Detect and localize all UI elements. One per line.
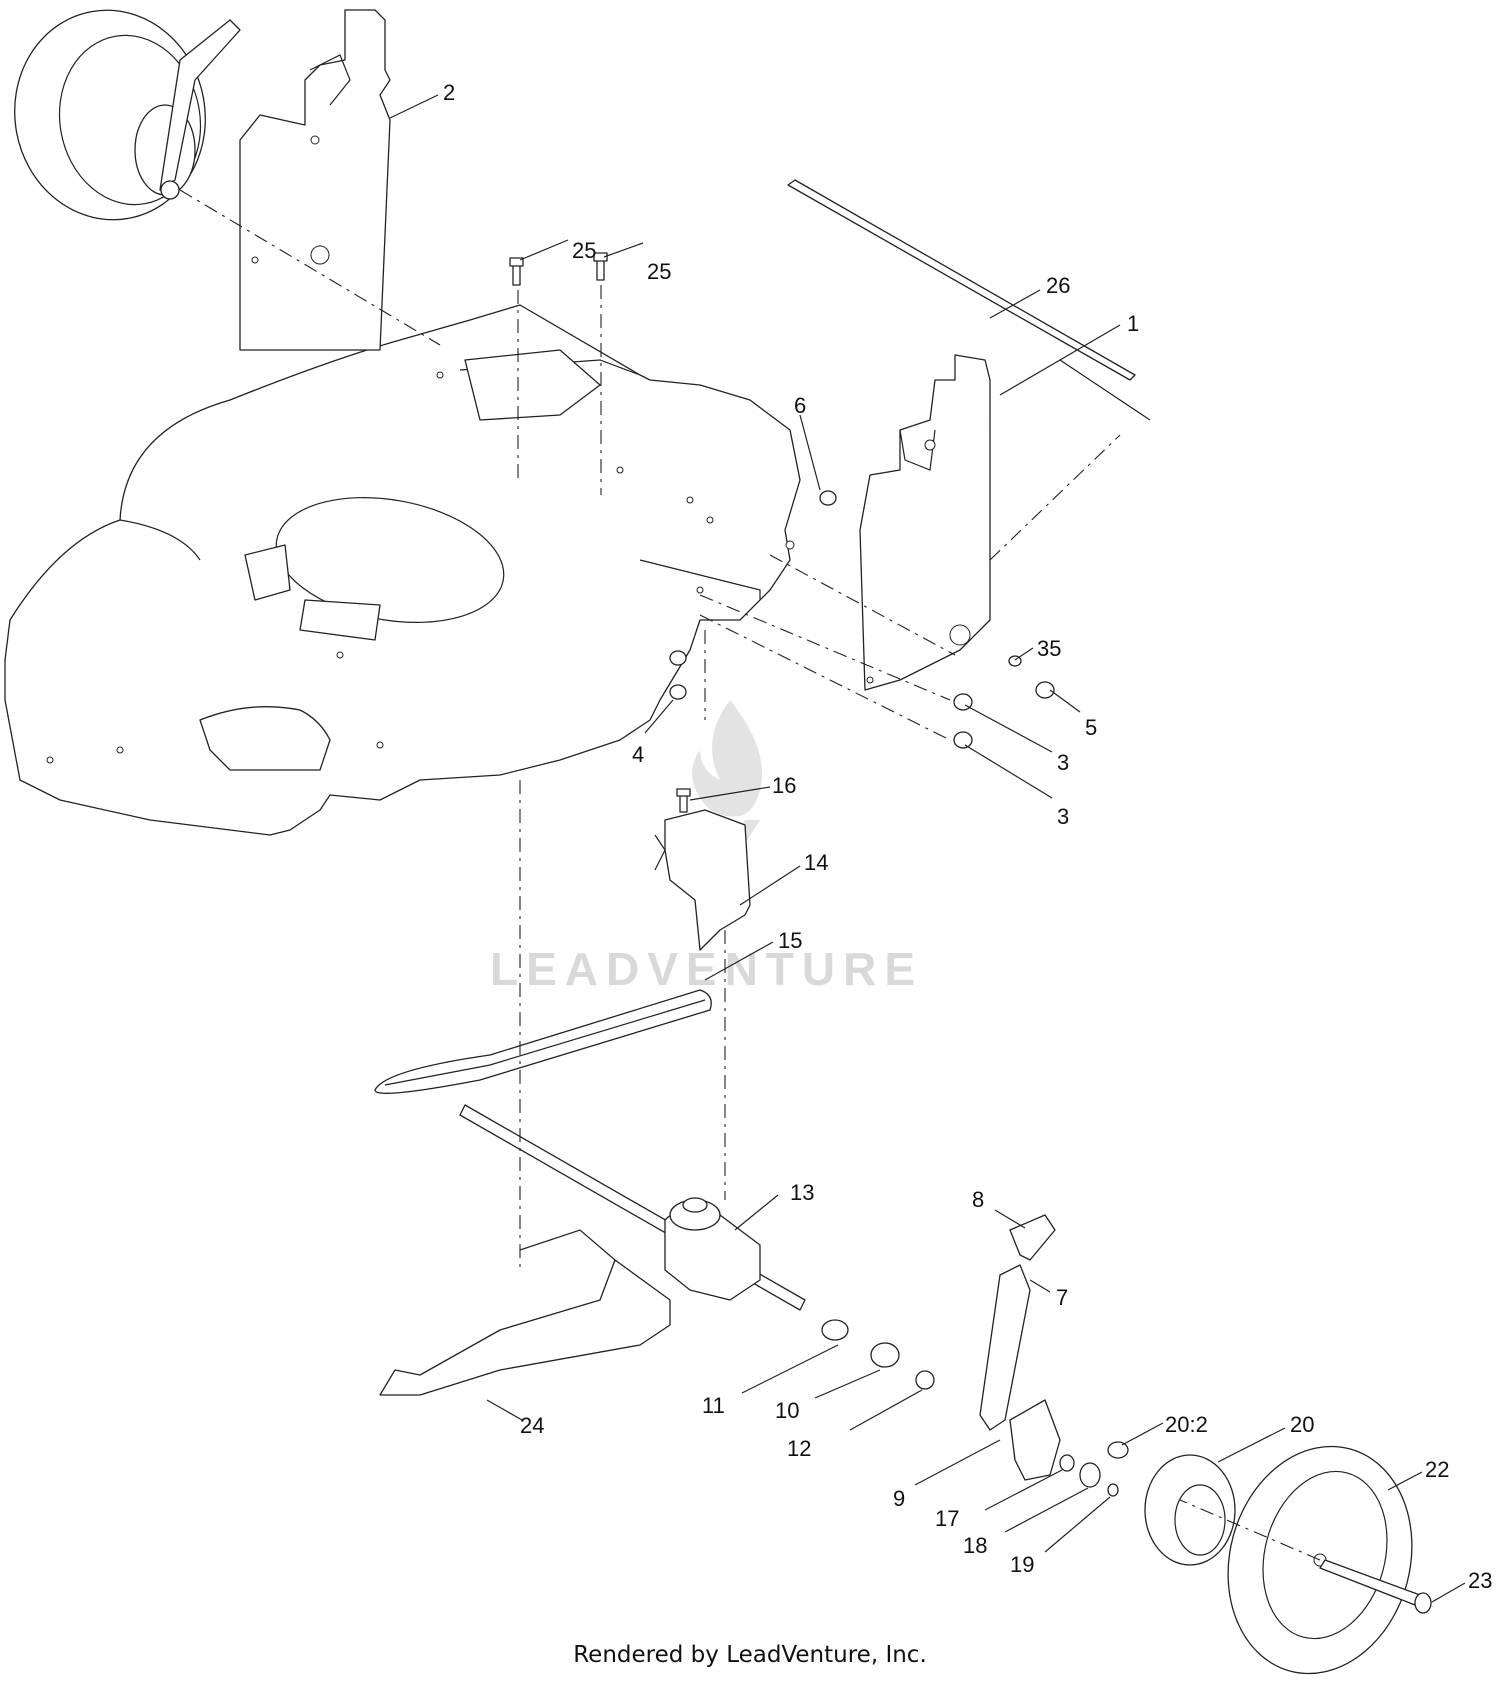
part-16-bolt	[676, 788, 691, 813]
part-25-bolt-a	[509, 257, 524, 286]
callout-11: 11	[702, 1393, 725, 1418]
mower-deck	[4, 304, 801, 836]
part-12-spacer	[915, 1370, 935, 1390]
part-1-right-bracket	[859, 354, 991, 691]
part-9-plate	[1009, 1399, 1061, 1481]
callout-3b: 3	[1057, 804, 1069, 829]
callout-5: 5	[1085, 715, 1097, 740]
footer-credit: Rendered by LeadVenture, Inc.	[573, 1642, 927, 1668]
callout-12: 12	[787, 1436, 811, 1461]
watermark: LEADVENTURE	[490, 700, 923, 995]
callout-24: 24	[520, 1413, 544, 1438]
callout-15: 15	[778, 928, 802, 953]
part-18-gear	[1079, 1462, 1101, 1488]
callouts: 1 2 3 3 4 5 6 7 8 9 10 11 12 13 14 15 16…	[443, 80, 1492, 1593]
part-7-height-lever	[979, 1264, 1031, 1431]
part-14-belt-guard	[654, 809, 751, 951]
callout-4: 4	[632, 742, 644, 767]
callout-9: 9	[893, 1486, 905, 1511]
part-15-belt	[374, 989, 712, 1094]
callout-35: 35	[1037, 636, 1061, 661]
watermark-flame-icon	[692, 700, 762, 817]
part-20-hubcap	[1144, 1454, 1236, 1566]
part-23-bolt	[1319, 1559, 1432, 1614]
part-2-left-bracket	[239, 9, 391, 351]
callout-25b: 25	[647, 259, 671, 284]
callout-10: 10	[775, 1398, 799, 1423]
callout-20-2: 20:2	[1165, 1412, 1208, 1437]
part-24-deflector	[379, 1229, 671, 1396]
part-3-bolts	[953, 693, 973, 749]
callout-26: 26	[1046, 273, 1070, 298]
callout-19: 19	[1010, 1552, 1034, 1577]
callout-6: 6	[794, 393, 806, 418]
callout-20: 20	[1290, 1412, 1314, 1437]
part-5-bolt	[1035, 681, 1055, 699]
callout-3a: 3	[1057, 750, 1069, 775]
callout-14: 14	[804, 850, 828, 875]
part-20-2-washer	[1107, 1441, 1129, 1459]
callout-22: 22	[1425, 1457, 1449, 1482]
callout-13: 13	[790, 1180, 814, 1205]
callout-leaders	[389, 94, 1466, 1603]
part-26-rod	[787, 179, 1151, 421]
part-4-nuts	[669, 650, 687, 700]
callout-8: 8	[972, 1187, 984, 1212]
callout-25a: 25	[572, 238, 596, 263]
part-25-bolt-b	[593, 252, 608, 281]
callout-1: 1	[1127, 311, 1139, 336]
callout-7: 7	[1056, 1285, 1068, 1310]
part-11-washer	[821, 1319, 849, 1341]
callout-17: 17	[935, 1506, 959, 1531]
part-19-nut	[1107, 1483, 1119, 1497]
watermark-text: LEADVENTURE	[490, 943, 923, 995]
callout-16: 16	[772, 773, 796, 798]
part-10-bushing	[870, 1342, 900, 1368]
assembly-lines	[179, 189, 1321, 1561]
part-8-grip	[1009, 1214, 1056, 1261]
callout-18: 18	[963, 1533, 987, 1558]
callout-2: 2	[443, 80, 455, 105]
left-front-wheel	[14, 9, 241, 221]
callout-23: 23	[1468, 1568, 1492, 1593]
part-17-washer	[1059, 1454, 1075, 1472]
part-6-nut	[819, 490, 837, 506]
